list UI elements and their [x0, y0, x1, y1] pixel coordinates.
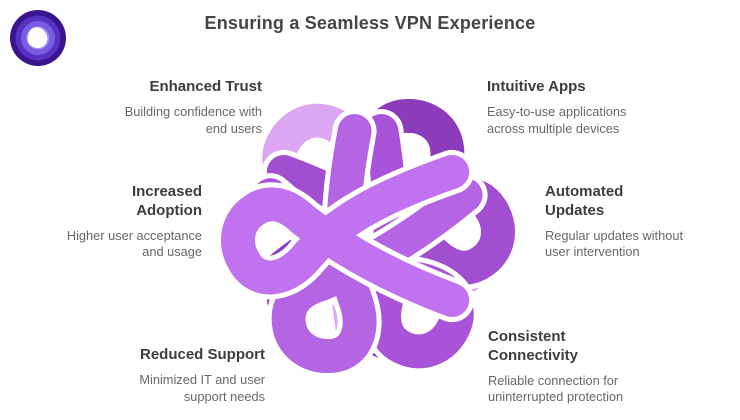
item-enhanced-trust: Enhanced Trust Building confidence with … — [102, 78, 262, 138]
item-description: Reliable connection for uninterrupted pr… — [488, 372, 624, 405]
item-heading: Enhanced Trust — [149, 78, 262, 95]
item-description: Minimized IT and user support needs — [139, 371, 265, 404]
item-heading: Intuitive Apps — [487, 78, 586, 95]
logo-mark-icon — [27, 27, 48, 49]
item-heading: Increased Adoption — [131, 183, 202, 219]
item-description: Higher user acceptance and usage — [66, 227, 202, 260]
item-heading: Reduced Support — [139, 346, 265, 363]
brand-logo — [10, 10, 66, 66]
item-description: Building confidence with end users — [124, 103, 262, 136]
item-consistent-connectivity: Consistent Connectivity Reliable connect… — [488, 328, 670, 406]
item-increased-adoption: Increased Adoption Higher user acceptanc… — [42, 183, 202, 261]
item-heading: Consistent Connectivity — [488, 328, 579, 364]
item-heading: Automated Updates — [545, 183, 624, 219]
diagram-title: Ensuring a Seamless VPN Experience — [204, 13, 536, 33]
item-reduced-support: Reduced Support Minimized IT and user su… — [105, 346, 265, 406]
item-automated-updates: Automated Updates Regular updates withou… — [545, 183, 713, 261]
item-description: Easy-to-use applications across multiple… — [487, 103, 627, 136]
item-description: Regular updates without user interventio… — [545, 227, 684, 260]
item-intuitive-apps: Intuitive Apps Easy-to-use applications … — [487, 78, 665, 138]
